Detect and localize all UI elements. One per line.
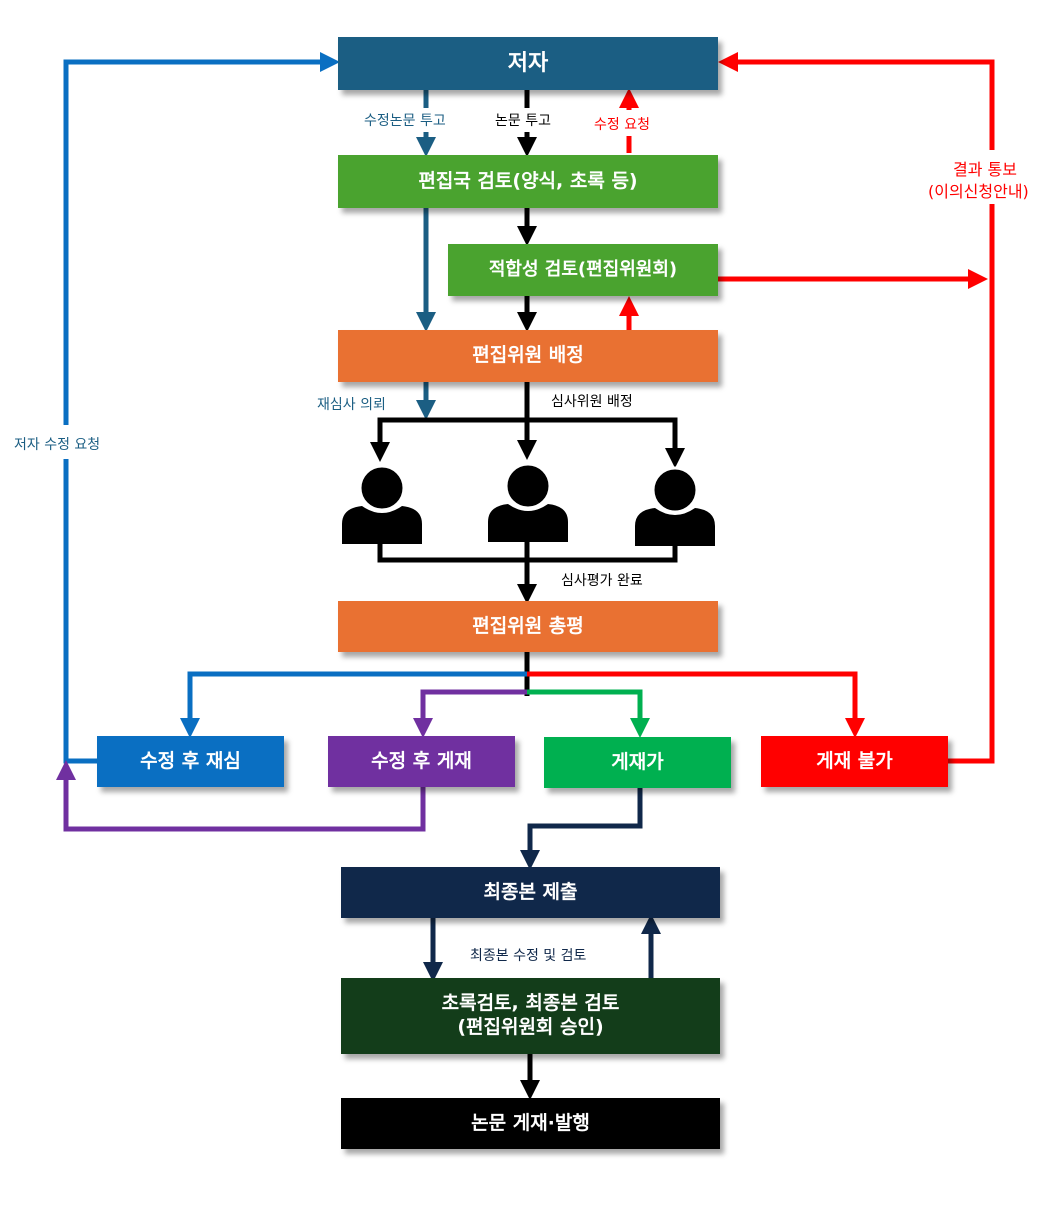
revise-publish-label: 수정 후 게재 bbox=[371, 749, 472, 772]
suitability-review-label: 적합성 검토(편집위원회) bbox=[488, 258, 678, 280]
final-review-label-line2: (편집위원회 승인) bbox=[457, 1016, 604, 1038]
revised-submission-label: 수정논문 투고 bbox=[364, 113, 446, 129]
author-box: 저자 bbox=[338, 37, 718, 90]
arrow-reviewer-left bbox=[370, 417, 527, 462]
final-submit-box: 최종본 제출 bbox=[341, 867, 720, 918]
arrow-reviews-join bbox=[377, 540, 678, 594]
revise-publish-box: 수정 후 게재 bbox=[328, 736, 515, 787]
reviewer-2-person-icon bbox=[488, 462, 568, 542]
arrow-to-reject bbox=[527, 671, 865, 738]
submission-label: 논문 투고 bbox=[495, 113, 551, 129]
re-review-request-label: 재심사 의뢰 bbox=[317, 397, 386, 413]
revise-rereview-label: 수정 후 재심 bbox=[140, 749, 241, 772]
final-submit-label: 최종본 제출 bbox=[483, 880, 578, 903]
editorial-review-box: 편집국 검토(양식, 초록 등) bbox=[338, 155, 718, 208]
publish-box: 논문 게재·발행 bbox=[341, 1098, 720, 1149]
final-revision-label: 최종본 수정 및 검토 bbox=[470, 948, 587, 964]
author-revision-request-label: 저자 수정 요청 bbox=[14, 437, 101, 453]
reject-label: 게재 불가 bbox=[816, 749, 893, 772]
result-notice-label-line1: 결과 통보 bbox=[953, 160, 1017, 179]
accept-box: 게재가 bbox=[544, 737, 731, 788]
reject-box: 게재 불가 bbox=[761, 736, 948, 787]
revision-request-label: 수정 요청 bbox=[594, 117, 650, 133]
arrow-accept-to-final bbox=[520, 787, 643, 870]
author-box-label: 저자 bbox=[507, 50, 549, 76]
arrow-reviewer-right bbox=[527, 417, 685, 468]
arrow-rereview-to-author bbox=[63, 52, 340, 764]
final-review-box: 초록검토, 최종본 검토 (편집위원회 승인) bbox=[341, 978, 720, 1054]
publish-label: 논문 게재·발행 bbox=[471, 1111, 590, 1134]
arrow-to-revise-rereview bbox=[180, 671, 527, 738]
arrow-reject-to-author bbox=[718, 52, 995, 764]
result-notice-label-line2: (이의신청안내) bbox=[928, 182, 1029, 201]
suitability-review-box: 적합성 검토(편집위원회) bbox=[448, 244, 718, 296]
editorial-review-label: 편집국 검토(양식, 초록 등) bbox=[418, 169, 638, 192]
final-review-label-line1: 초록검토, 최종본 검토 bbox=[441, 992, 620, 1015]
editor-summary-box: 편집위원 총평 bbox=[338, 601, 718, 652]
review-complete-label: 심사평가 완료 bbox=[561, 573, 643, 589]
reviewer-assign-label: 심사위원 배정 bbox=[551, 394, 633, 410]
editor-assign-label: 편집위원 배정 bbox=[472, 344, 584, 367]
arrow-revise-publish-loop bbox=[56, 760, 426, 832]
arrow-to-revise-publish bbox=[413, 689, 527, 738]
reviewer-1-person-icon bbox=[342, 464, 422, 544]
reviewer-3-person-icon bbox=[635, 466, 715, 546]
revise-rereview-box: 수정 후 재심 bbox=[97, 736, 284, 787]
arrow-to-accept bbox=[527, 689, 650, 738]
accept-label: 게재가 bbox=[611, 750, 664, 773]
editor-assign-box: 편집위원 배정 bbox=[338, 330, 718, 382]
editor-summary-label: 편집위원 총평 bbox=[472, 614, 584, 637]
